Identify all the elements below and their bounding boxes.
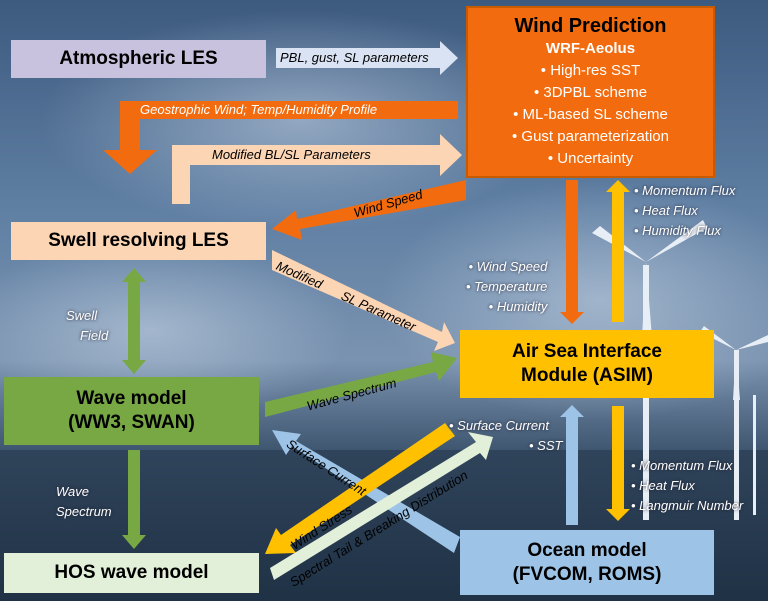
arrow-modified-bl [172, 134, 462, 204]
arrow-wave-spectrum [265, 352, 457, 417]
arrow-wind-to-asim [560, 180, 584, 324]
wind-prediction-item: • ML-based SL scheme [513, 106, 668, 123]
arrow-wind-stress [265, 423, 455, 554]
wind-prediction-item: • Uncertainty [547, 150, 634, 167]
ocean-up-labels: • Surface Current • SST [449, 418, 563, 453]
wind-prediction-item: • High-res SST [540, 62, 641, 79]
arrow-geostrophic [103, 101, 458, 174]
arrow-pbl [276, 41, 458, 75]
arrow-asim-to-ocean [606, 406, 630, 521]
wind-prediction-box: Wind Prediction WRF-Aeolus • High-res SS… [466, 6, 715, 178]
atmospheric-les-box: Atmospheric LES [11, 40, 266, 78]
wind-prediction-item: • Gust parameterization [512, 128, 669, 145]
modified-bl-label: Modified BL/SL Parameters [212, 147, 371, 162]
wave-spectrum-left-labels: Wave Spectrum [56, 484, 112, 519]
asim-line1: Air Sea Interface [512, 341, 662, 362]
asim-line2: Module (ASIM) [521, 365, 653, 386]
hos-box: HOS wave model [4, 553, 259, 593]
ocean-down-labels: • Momentum Flux • Heat Flux • Langmuir N… [631, 458, 744, 513]
hos-label: HOS wave model [54, 562, 209, 583]
ocean-model-line2: (FVCOM, ROMS) [512, 563, 662, 585]
swell-field-labels: Swell Field [66, 308, 109, 343]
swell-les-box: Swell resolving LES [11, 222, 266, 260]
wind-prediction-items: • High-res SST • 3DPBL scheme • ML-based… [512, 60, 669, 170]
arrow-ocean-to-asim [560, 405, 584, 525]
ocean-model-box: Ocean model (FVCOM, ROMS) [460, 530, 714, 595]
up-flux-labels: • Momentum Flux • Heat Flux • Humidity F… [634, 183, 736, 238]
wind-prediction-item: • 3DPBL scheme [533, 84, 648, 101]
geostrophic-label: Geostrophic Wind; Temp/Humidity Profile [140, 102, 378, 117]
wave-model-line2: (WW3, SWAN) [68, 412, 195, 433]
atmospheric-les-label: Atmospheric LES [59, 48, 218, 69]
wave-model-box: Wave model (WW3, SWAN) [4, 377, 259, 445]
arrow-asim-to-wind [606, 180, 630, 322]
arrow-spectral-tail [270, 432, 493, 580]
pbl-label: PBL, gust, SL parameters [280, 50, 429, 65]
wave-model-line1: Wave model [76, 388, 187, 409]
arrow-modified-sl [272, 250, 455, 351]
arrow-swell-field [122, 268, 146, 374]
arrow-wave-to-hos [122, 450, 146, 549]
asim-box: Air Sea Interface Module (ASIM) [460, 330, 714, 398]
down-vars-labels: • Wind Speed • Temperature • Humidity [466, 259, 548, 314]
ocean-model-line1: Ocean model [527, 539, 647, 561]
wind-prediction-title: Wind Prediction [514, 15, 667, 37]
swell-les-label: Swell resolving LES [48, 230, 229, 251]
wind-prediction-subtitle: WRF-Aeolus [545, 40, 636, 57]
arrow-wind-speed [272, 180, 466, 240]
